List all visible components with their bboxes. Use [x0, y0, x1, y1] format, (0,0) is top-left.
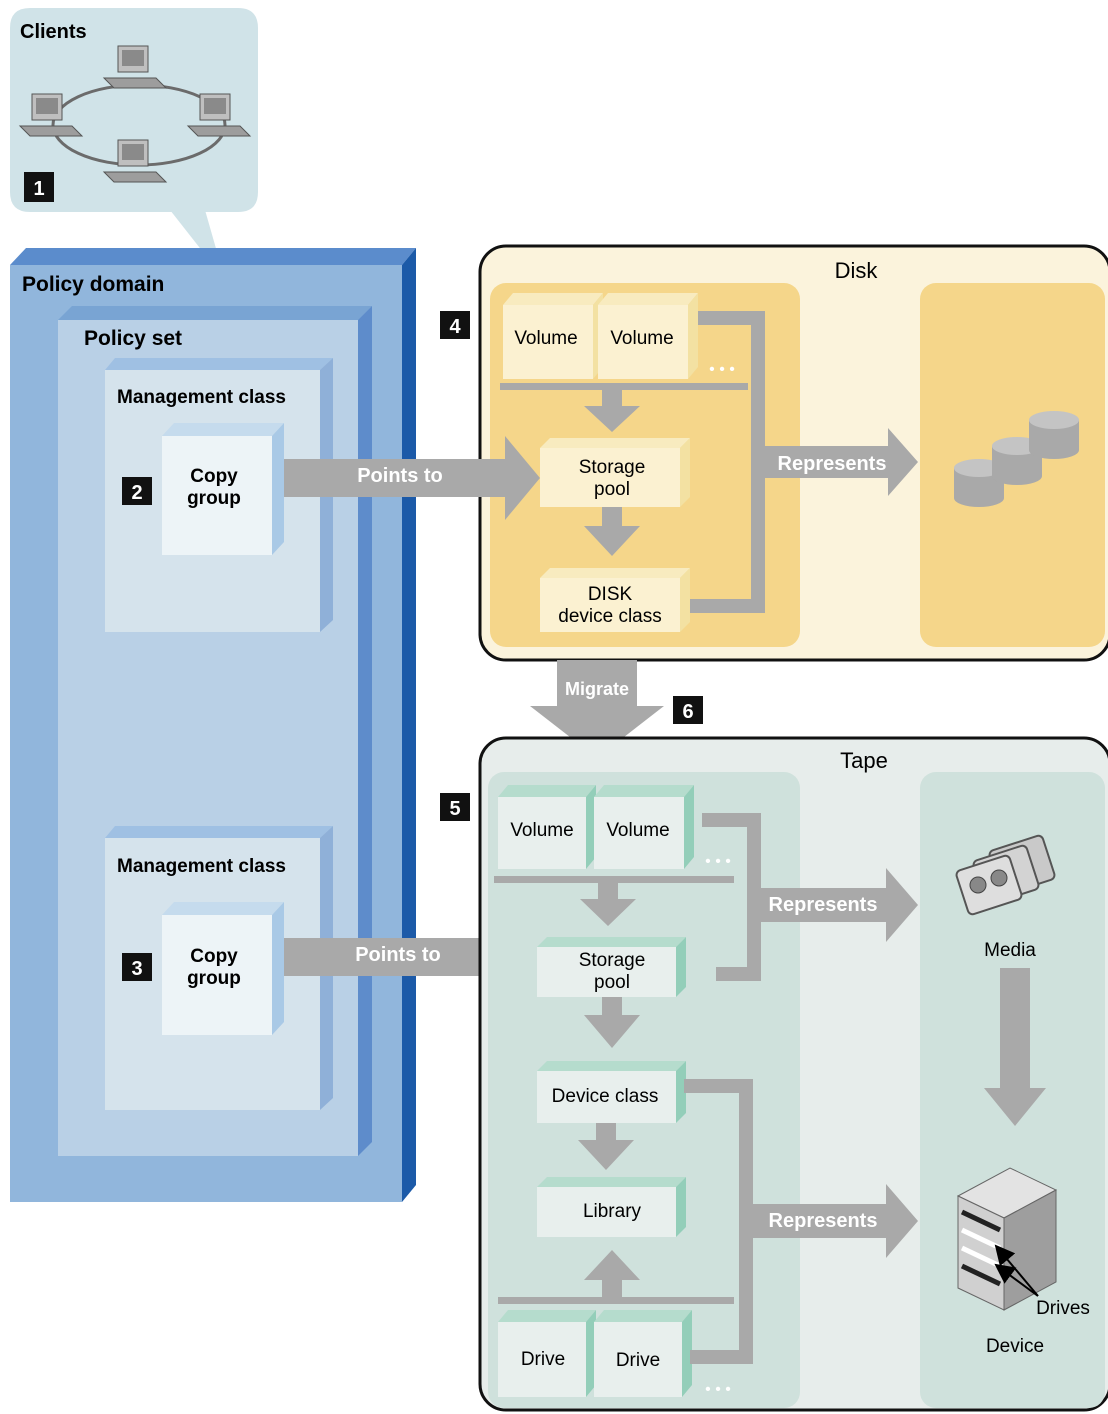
points-to-1-label: Points to — [357, 465, 443, 487]
device-represents-arrow — [746, 1184, 918, 1258]
disk-volume-1-label: Volume — [514, 328, 577, 349]
drives-pointer-2 — [994, 1263, 1039, 1297]
drives-label: Drives — [1036, 1298, 1090, 1319]
tape-volume-2-label: Volume — [606, 820, 669, 841]
points-to-2-label: Points to — [355, 944, 441, 966]
disk-drums-icon — [954, 411, 1079, 507]
tape-volume-more: • • • — [705, 853, 731, 870]
tape-media-icon — [955, 834, 1056, 916]
device-represents-label: Represents — [769, 1210, 878, 1232]
disk-down-arrow-1 — [584, 390, 640, 432]
tape-drive-1: Drive — [498, 1310, 596, 1397]
disk-panel: Disk Volume Volume • • • Storage pool — [478, 244, 1108, 662]
callout-6-badge — [673, 696, 703, 724]
callout-1-badge — [24, 172, 54, 202]
migrate-arrow: Migrate 6 — [530, 660, 703, 758]
disk-volume-more: • • • — [709, 361, 735, 378]
disk-storage-pool-line1: Storage — [579, 457, 646, 478]
tape-drive-more: • • • — [705, 1381, 731, 1398]
policy-set-title: Policy set — [84, 327, 182, 350]
callout-5-badge — [440, 793, 470, 821]
tape-storage-pool-line2: pool — [594, 972, 630, 993]
tape-storage-pool-line1: Storage — [579, 950, 646, 971]
copy-group-2-box — [162, 915, 272, 1035]
management-class-1-title: Management class — [117, 387, 286, 408]
copy-group-2-line1: Copy — [190, 946, 238, 967]
disk-storage-pool: Storage pool — [540, 438, 690, 507]
callout-2: 2 — [131, 482, 142, 504]
disk-represents-arrow — [758, 428, 918, 496]
copy-group-2-line2: group — [187, 968, 241, 989]
policy-domain: Policy domain Policy set Management clas… — [10, 248, 416, 1202]
tape-drive-bar — [498, 1297, 734, 1304]
device-label: Device — [986, 1336, 1044, 1357]
disk-storage-pool-line2: pool — [594, 479, 630, 500]
tape-panel: Tape Volume Volume • • • Storage pool — [478, 736, 1108, 1412]
disk-volume-1: Volume — [503, 293, 603, 379]
tape-device-class-label: Device class — [552, 1086, 659, 1107]
tape-drive-2: Drive — [594, 1310, 692, 1397]
callout-4-badge — [440, 311, 470, 339]
disk-volume-bar — [500, 383, 748, 390]
tape-drive-2-label: Drive — [616, 1350, 660, 1371]
disk-down-arrow-2 — [584, 507, 640, 556]
clients-panel: Clients 1 — [10, 8, 258, 286]
tape-device-class: Device class — [537, 1061, 686, 1123]
media-to-device-arrow — [984, 968, 1046, 1126]
tape-drive-1-label: Drive — [521, 1349, 565, 1370]
callout-2-badge — [122, 477, 152, 505]
policy-domain-title: Policy domain — [22, 273, 164, 296]
disk-volume-2: Volume — [598, 293, 698, 379]
copy-group-1-box — [162, 436, 272, 555]
disk-device-class-line1: DISK — [588, 584, 633, 605]
disk-title: Disk — [835, 258, 879, 283]
computer-icon — [102, 139, 168, 183]
tape-title: Tape — [840, 748, 888, 773]
tape-volume-bar — [494, 876, 734, 883]
computer-icon — [102, 45, 168, 89]
copy-group-1-line2: group — [187, 488, 241, 509]
points-to-arrow-1: Points to — [284, 436, 540, 520]
tape-storage-pool: Storage pool — [537, 937, 686, 997]
tape-down-arrow-2 — [584, 997, 640, 1048]
callout-3-badge — [122, 953, 152, 981]
disk-device-class: DISK device class — [540, 568, 690, 632]
callout-5: 5 — [449, 798, 460, 820]
callout-3: 3 — [131, 958, 142, 980]
media-label: Media — [984, 940, 1036, 961]
management-class-1: Management class Copy group 2 — [105, 358, 333, 632]
management-class-2-title: Management class — [117, 856, 286, 877]
tape-down-arrow-1 — [580, 883, 636, 926]
migrate-label: Migrate — [565, 679, 629, 699]
copy-group-1-line1: Copy — [190, 466, 238, 487]
tape-library-label: Library — [583, 1201, 642, 1222]
tape-down-arrow-3 — [578, 1123, 634, 1170]
clients-title: Clients — [20, 21, 87, 43]
computer-icon — [186, 93, 252, 137]
callout-6: 6 — [682, 701, 693, 723]
computer-icon — [18, 93, 84, 137]
tape-library: Library — [537, 1177, 686, 1237]
disk-volume-2-label: Volume — [610, 328, 673, 349]
media-represents-label: Represents — [769, 894, 878, 916]
disk-device-class-line2: device class — [558, 606, 662, 627]
points-to-arrow-2: Points to — [284, 915, 536, 999]
tape-volume-1-label: Volume — [510, 820, 573, 841]
tape-volume-2: Volume — [594, 785, 694, 869]
drives-pointer-1 — [994, 1244, 1039, 1297]
disk-represents-label: Represents — [778, 453, 887, 475]
callout-1: 1 — [33, 178, 44, 200]
callout-4: 4 — [449, 316, 461, 338]
tape-volume-1: Volume — [498, 785, 596, 869]
media-represents-arrow — [754, 868, 918, 942]
tape-up-arrow — [584, 1250, 640, 1297]
tape-device-icon — [956, 1167, 1058, 1311]
